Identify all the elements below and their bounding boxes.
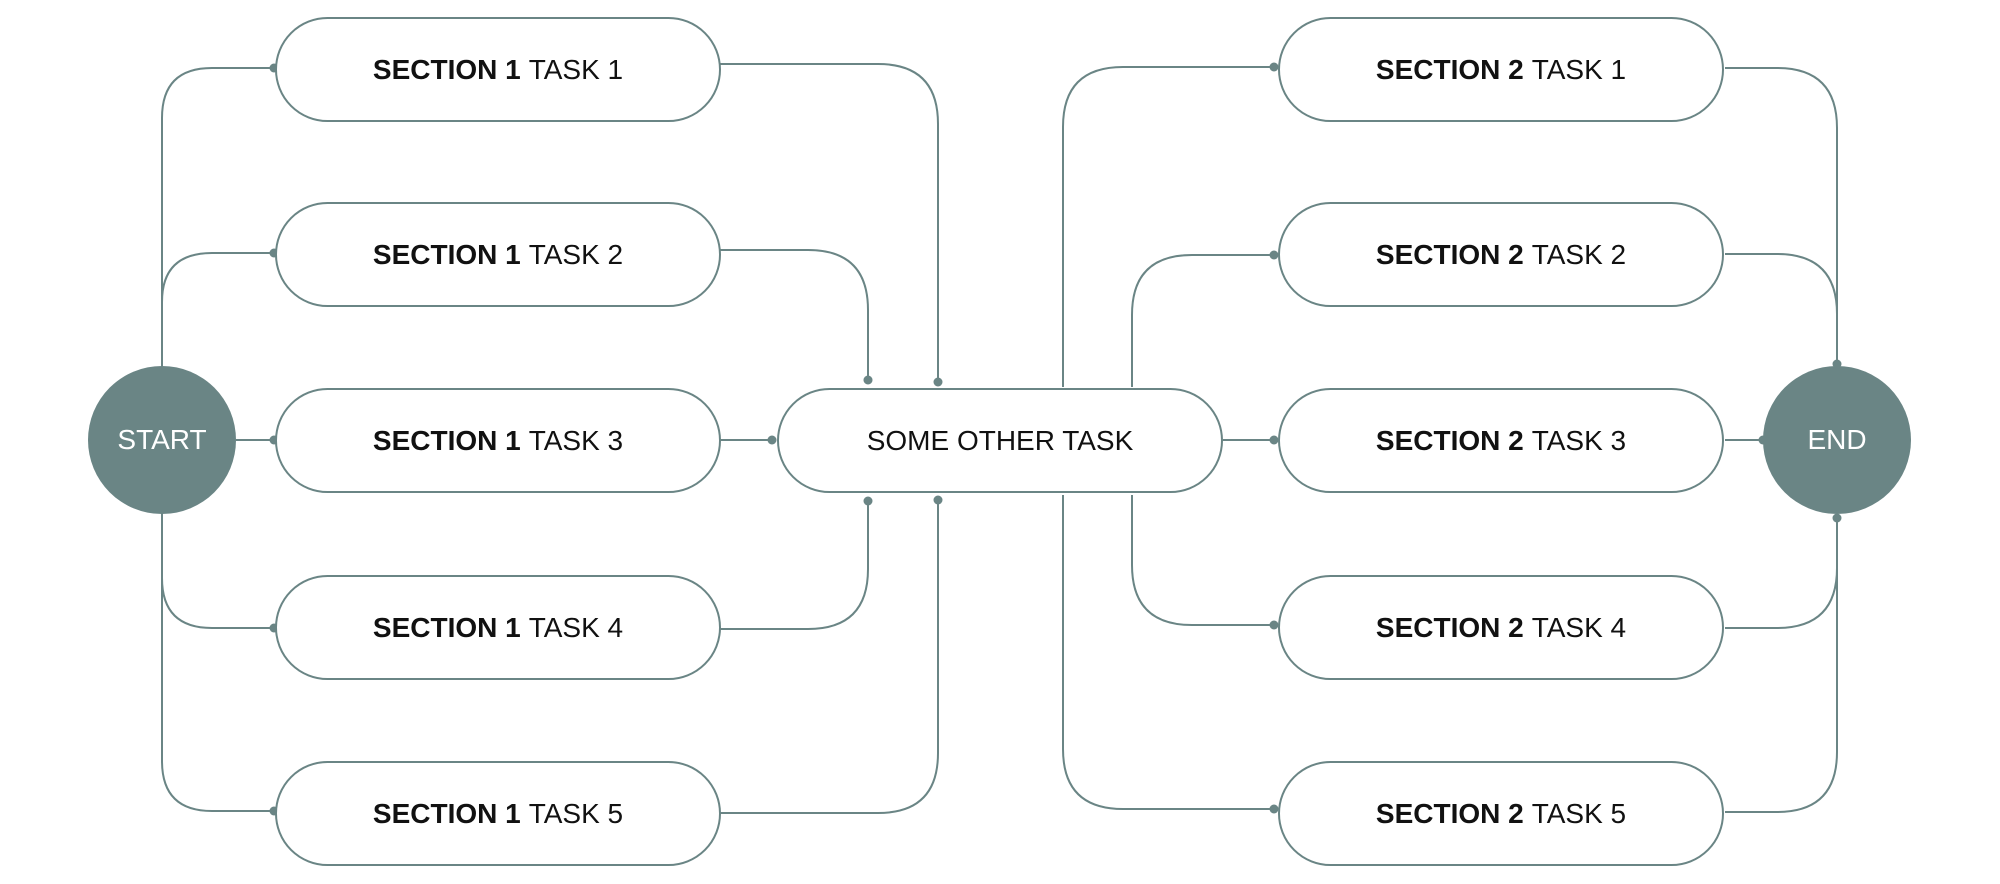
section-label: SECTION 2 — [1375, 424, 1524, 456]
port-middle-in-top-outer — [933, 377, 943, 387]
port-s2t4-in — [1269, 620, 1279, 630]
task-label: TASK 1 — [1531, 53, 1627, 85]
connector-start-s1t2 — [161, 252, 274, 367]
section-label: SECTION 2 — [1375, 53, 1524, 85]
connector-s1t4-middle — [720, 501, 869, 630]
task-label: TASK 4 — [1531, 611, 1627, 643]
section-label: SECTION 1 — [372, 424, 521, 456]
connector-start-s1t4 — [161, 513, 274, 629]
connector-s2t1-end — [1725, 67, 1838, 363]
port-middle-in-left — [767, 435, 777, 445]
task-label: TASK 3 — [1531, 424, 1627, 456]
port-end-in-bottom — [1832, 513, 1842, 523]
task-label: TASK 1 — [528, 53, 624, 85]
connector-s1t1-middle — [720, 63, 939, 382]
connector-s2t5-end — [1725, 517, 1838, 813]
section-label: SECTION 1 — [372, 797, 521, 829]
port-middle-in-top-inner — [863, 375, 873, 385]
port-s2t2-in — [1269, 250, 1279, 260]
section-label: SECTION 1 — [372, 611, 521, 643]
connector-start-s1t5 — [161, 513, 274, 812]
section-label: SECTION 1 — [372, 53, 521, 85]
connector-middle-s2t2 — [1131, 254, 1274, 387]
middle-task-label: SOME OTHER TASK — [866, 424, 1134, 456]
connector-s1t5-middle — [720, 500, 939, 814]
task-label: TASK 5 — [1531, 797, 1627, 829]
port-middle-in-bottom-outer — [933, 495, 943, 505]
section-label: SECTION 1 — [372, 238, 521, 270]
task-label: TASK 2 — [528, 238, 624, 270]
task-label: TASK 2 — [1531, 238, 1627, 270]
connector-middle-s2t1 — [1062, 66, 1274, 387]
port-middle-in-bottom-inner — [863, 496, 873, 506]
task-label: TASK 5 — [528, 797, 624, 829]
section-label: SECTION 2 — [1375, 797, 1524, 829]
section-label: SECTION 2 — [1375, 611, 1524, 643]
end-label: END — [1807, 424, 1867, 455]
connector-start-s1t1 — [161, 67, 274, 367]
connector-s2t4-end — [1725, 517, 1838, 629]
connector-s1t2-middle — [720, 249, 869, 380]
task-label: TASK 4 — [528, 611, 624, 643]
connector-middle-s2t5 — [1062, 495, 1274, 810]
some-other-task-node: SOME OTHER TASK — [777, 388, 1223, 493]
task-label: TASK 3 — [528, 424, 624, 456]
section-label: SECTION 2 — [1375, 238, 1524, 270]
port-s2t1-in — [1269, 62, 1279, 72]
end-node: END — [1763, 366, 1911, 514]
start-label: START — [117, 424, 207, 455]
start-node: START — [88, 366, 236, 514]
connector-middle-s2t4 — [1131, 495, 1274, 626]
connector-s2t2-end — [1725, 253, 1838, 363]
port-s2t5-in — [1269, 804, 1279, 814]
port-s2t3-in — [1269, 435, 1279, 445]
